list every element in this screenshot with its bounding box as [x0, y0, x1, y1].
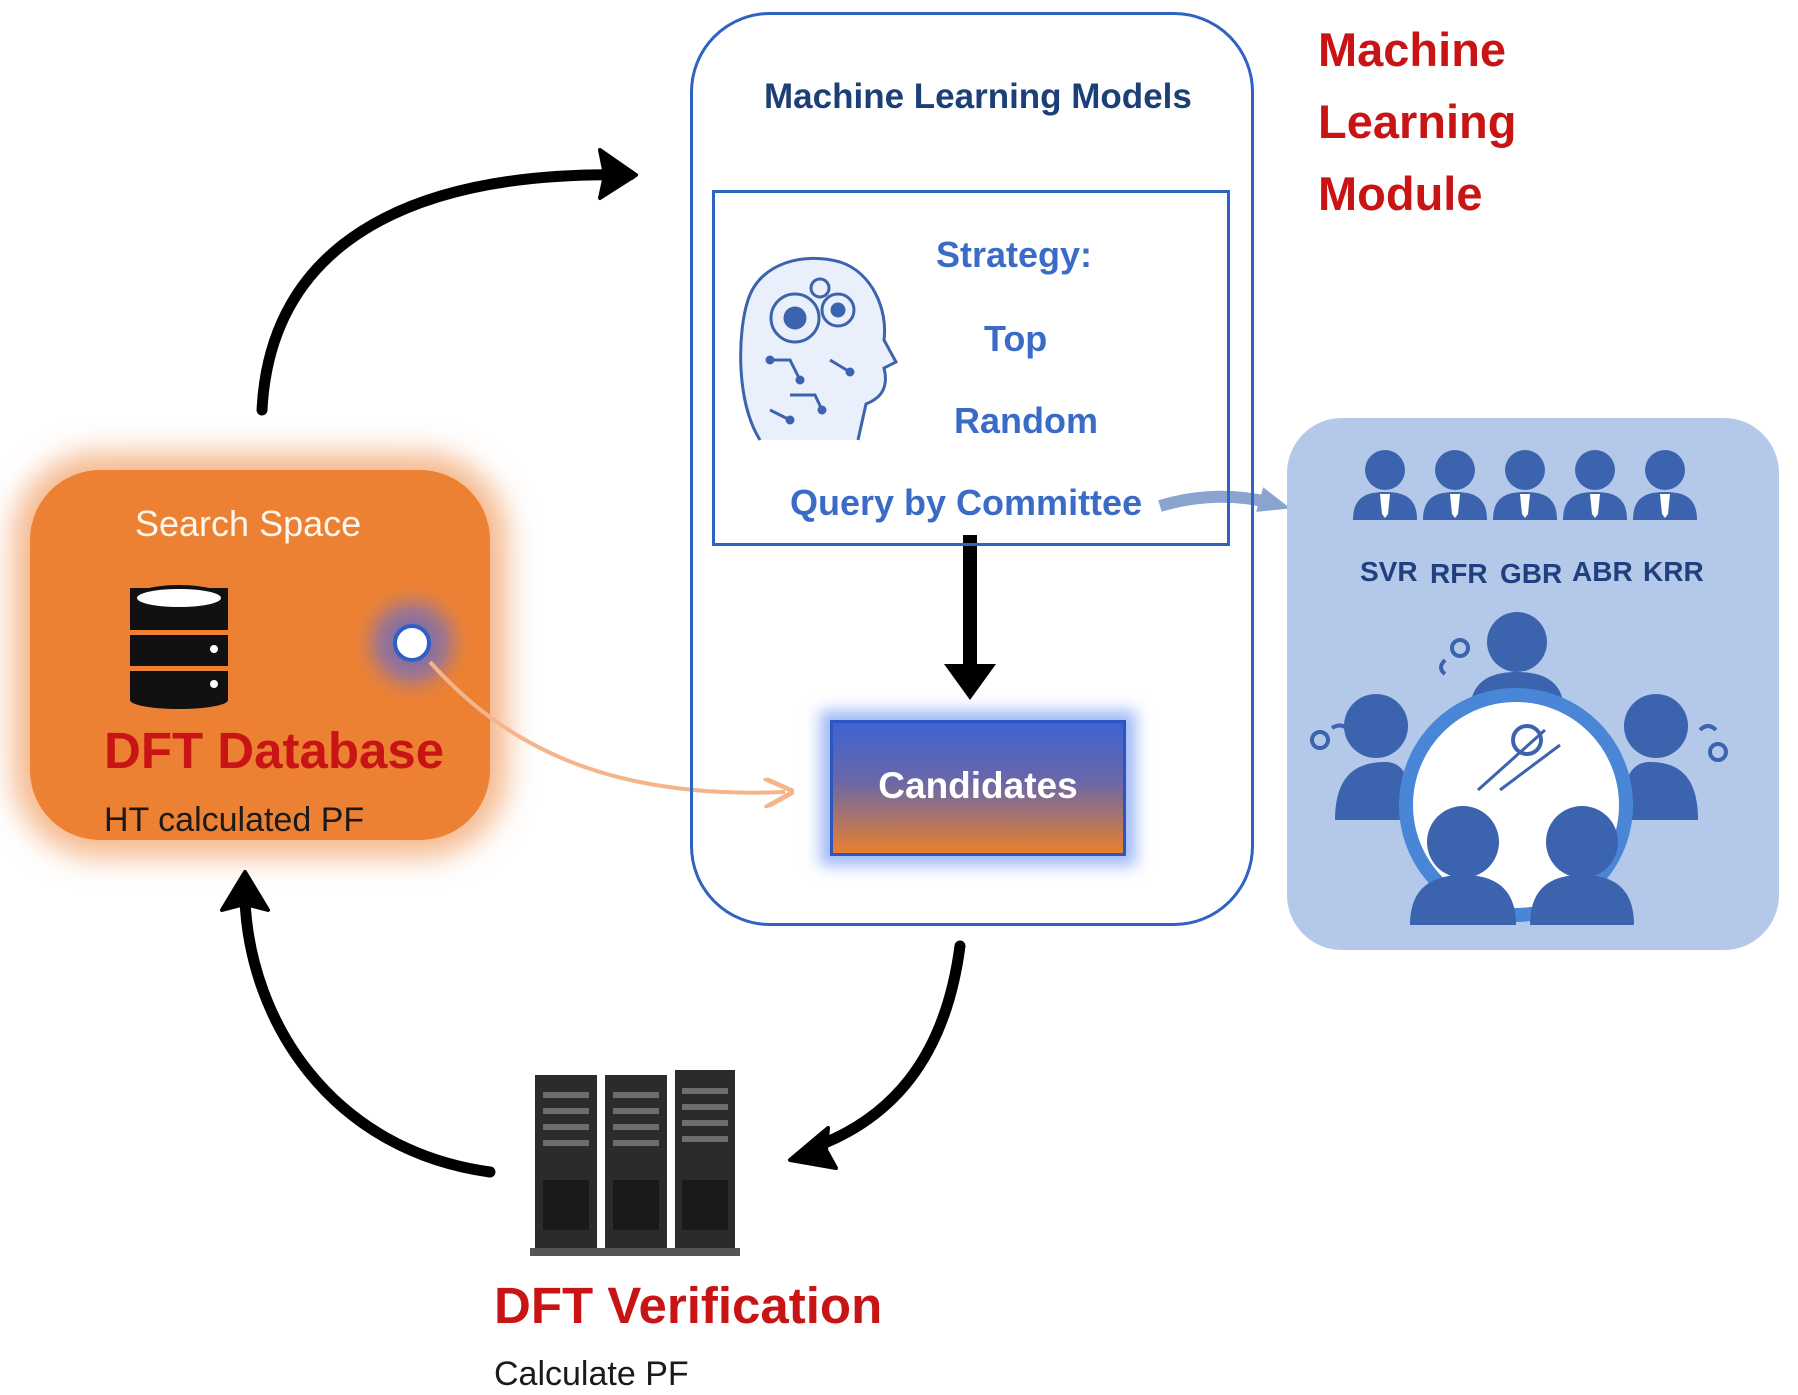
person-icon: [1493, 450, 1557, 520]
arrow-verification-to-db: [239, 894, 496, 1178]
server-rack-icon: [530, 1070, 740, 1256]
brain-gears-icon: [739, 256, 899, 441]
candidates-box: [830, 720, 1126, 856]
ml-models-box: [690, 12, 1254, 926]
model-label-svr: SVR: [1360, 556, 1418, 587]
person-icon: [1423, 450, 1487, 520]
person-icon: [1353, 450, 1417, 520]
strategy-random: Random: [954, 400, 1098, 441]
module-title-line-2: Learning: [1318, 95, 1517, 148]
arrow-point-to-candidates: [428, 660, 785, 793]
person-icon: [1563, 450, 1627, 520]
strategy-top: Top: [984, 318, 1048, 359]
strategy-heading: Strategy:: [936, 234, 1093, 275]
model-label-abr: ABR: [1572, 556, 1633, 587]
round-table-icon: [1310, 612, 1728, 925]
model-label-gbr: GBR: [1500, 558, 1563, 589]
database-icon: [130, 585, 228, 709]
dft-verification-subtitle: Calculate PF: [494, 1355, 689, 1393]
dft-database-subtitle: HT calculated PF: [104, 801, 365, 839]
selected-point-icon: [393, 624, 431, 662]
arrow-ml-to-verification: [806, 940, 966, 1154]
strategy-query-by-committee: Query by Committee: [790, 482, 1143, 523]
strategy-box: [712, 190, 1230, 546]
model-label-krr: KRR: [1643, 556, 1704, 587]
arrow-db-to-ml: [256, 169, 636, 416]
module-title-line-1: Machine: [1318, 23, 1507, 76]
candidates-label: Candidates: [878, 765, 1078, 806]
person-icon: [1633, 450, 1697, 520]
model-label-rfr: RFR: [1430, 558, 1488, 589]
arrow-qbc-to-committee: [1158, 487, 1291, 512]
search-space-label: Search Space: [135, 503, 362, 544]
module-title-line-3: Module: [1318, 167, 1483, 220]
dft-verification-title: DFT Verification: [494, 1277, 883, 1334]
dft-database-title: DFT Database: [104, 722, 445, 779]
ml-models-title: Machine Learning Models: [764, 77, 1192, 116]
